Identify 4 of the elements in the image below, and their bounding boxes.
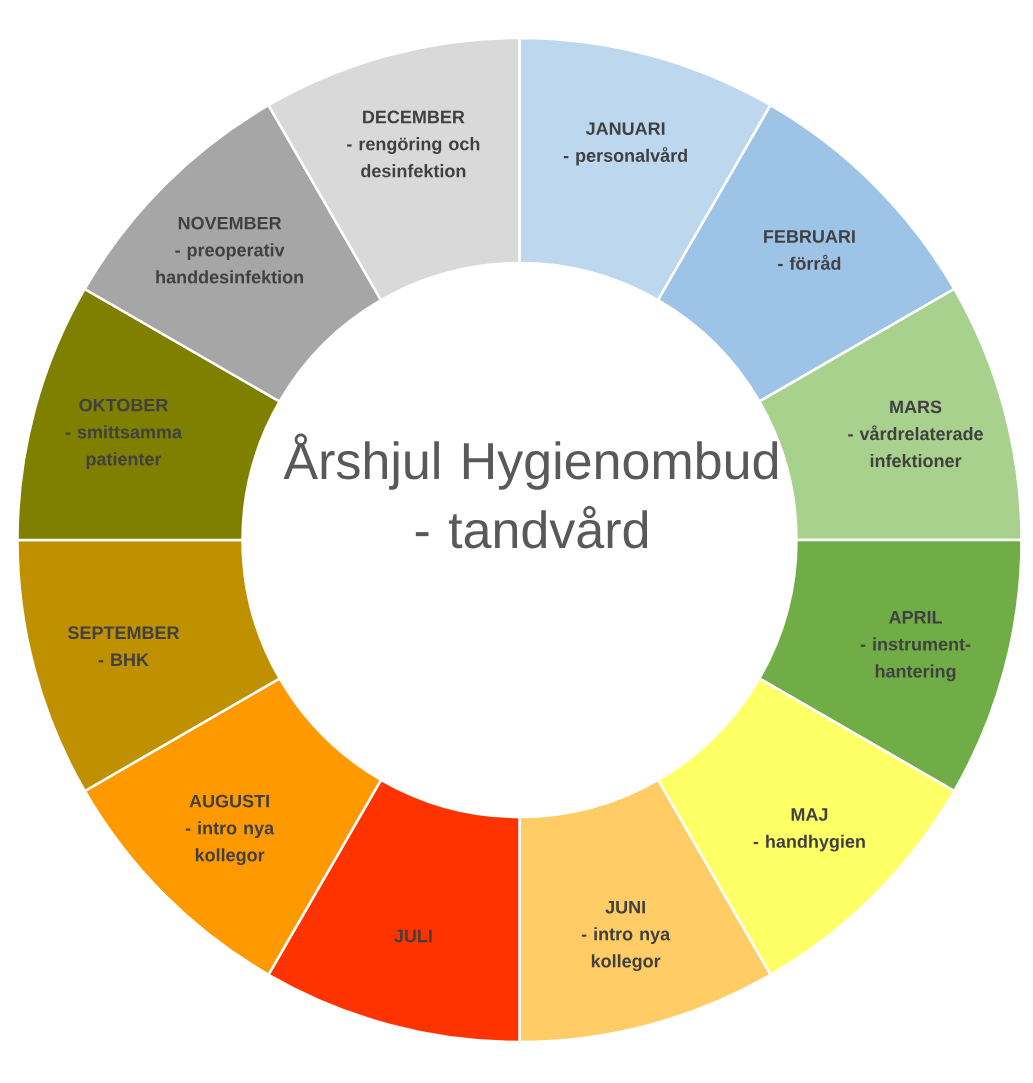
month-segment: AUGUSTI - intro nya kollegor [83, 677, 383, 976]
month-segment: OKTOBER - smittsamma patienter [16, 287, 281, 542]
month-segment: SEPTEMBER - BHK [16, 538, 281, 793]
month-segment: APRIL - instrument- hantering [758, 538, 1023, 793]
